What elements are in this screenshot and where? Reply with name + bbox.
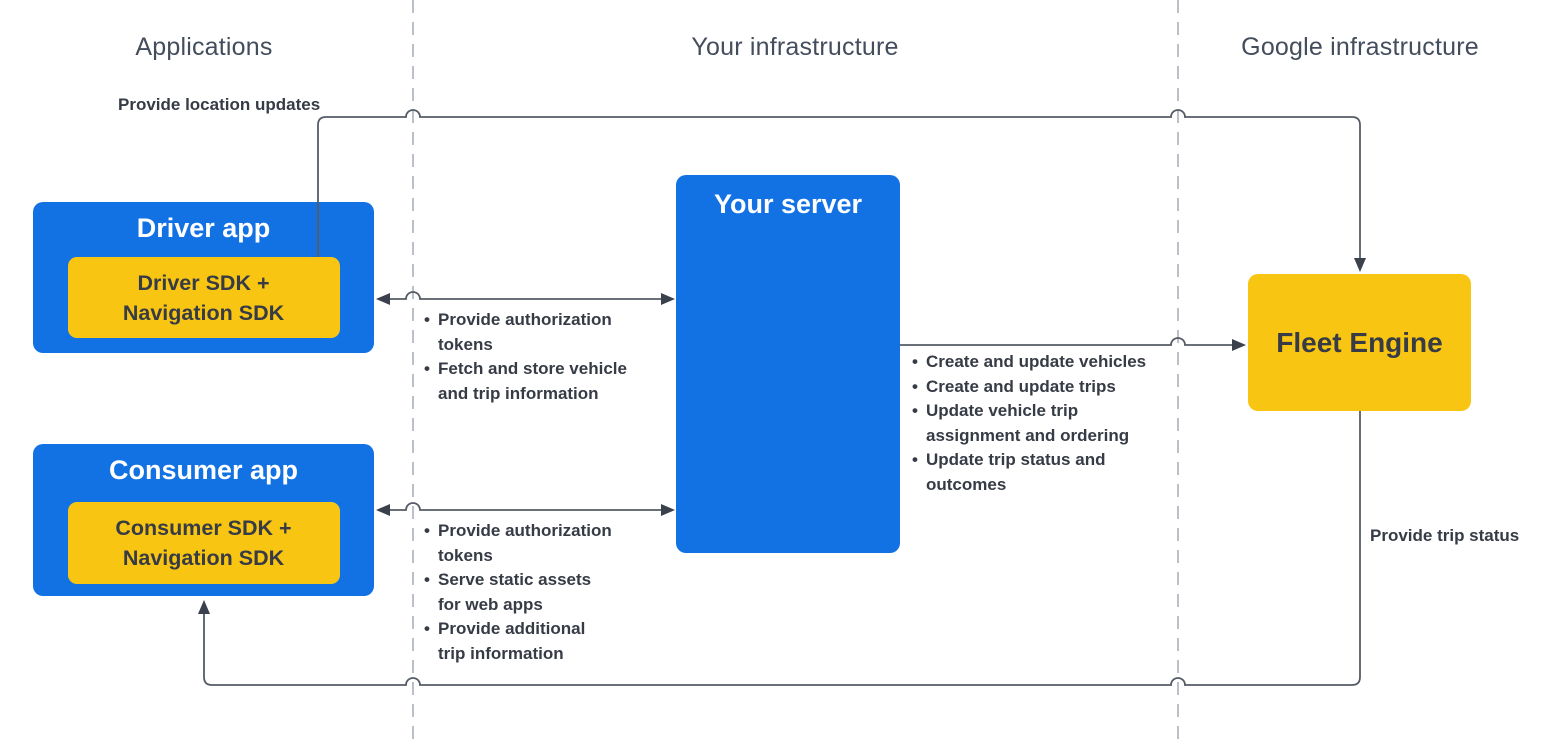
edge-label-provide-trip-status: Provide trip status <box>1370 526 1520 545</box>
consumer-sdk-line1: Consumer SDK + <box>115 516 292 540</box>
edge-driver-server <box>389 291 662 300</box>
arrowhead-into-consumer <box>376 504 390 516</box>
arrowhead-into-server-lower <box>661 504 675 516</box>
driver-app-node: Driver app Driver SDK + Navigation SDK <box>33 202 374 353</box>
column-header-your-infrastructure: Your infrastructure <box>691 33 899 61</box>
column-header-google-infrastructure: Google infrastructure <box>1241 33 1479 61</box>
bullet-item: Create and update trips <box>912 375 1146 400</box>
column-header-applications: Applications <box>135 33 273 61</box>
bullet-list-server-fleet: Create and update vehiclesCreate and upd… <box>912 350 1146 497</box>
consumer-app-title: Consumer app <box>108 455 299 485</box>
consumer-sdk-node: Consumer SDK + Navigation SDK <box>67 502 340 584</box>
arrowhead-into-fleet-top <box>1354 258 1366 272</box>
your-server-title: Your server <box>713 189 863 219</box>
driver-sdk-node: Driver SDK + Navigation SDK <box>67 257 340 338</box>
bullet-list-consumer-server: Provide authorizationtokensServe static … <box>424 519 612 666</box>
edge-label-provide-location-updates: Provide location updates <box>118 95 321 114</box>
arrowhead-into-fleet-left <box>1232 339 1246 351</box>
edge-consumer-server <box>389 502 662 511</box>
bullet-item: Create and update vehicles <box>912 350 1146 375</box>
driver-sdk-line2: Navigation SDK <box>122 300 285 325</box>
driver-app-title: Driver app <box>136 213 271 243</box>
consumer-app-node: Consumer app Consumer SDK + Navigation S… <box>33 444 374 596</box>
arrowhead-into-driver <box>376 293 390 305</box>
arrowhead-into-consumer-bottom <box>198 600 210 614</box>
driver-sdk-line1: Driver SDK + <box>137 270 270 295</box>
arrowhead-into-server-upper <box>661 293 675 305</box>
consumer-sdk-line2: Navigation SDK <box>122 546 285 570</box>
your-server-node: Your server <box>676 175 900 553</box>
bullet-list-driver-server: Provide authorizationtokensFetch and sto… <box>424 308 627 406</box>
fleet-engine-title: Fleet Engine <box>1276 326 1443 358</box>
edge-server-fleet <box>900 337 1233 346</box>
fleet-engine-node: Fleet Engine <box>1248 274 1471 411</box>
